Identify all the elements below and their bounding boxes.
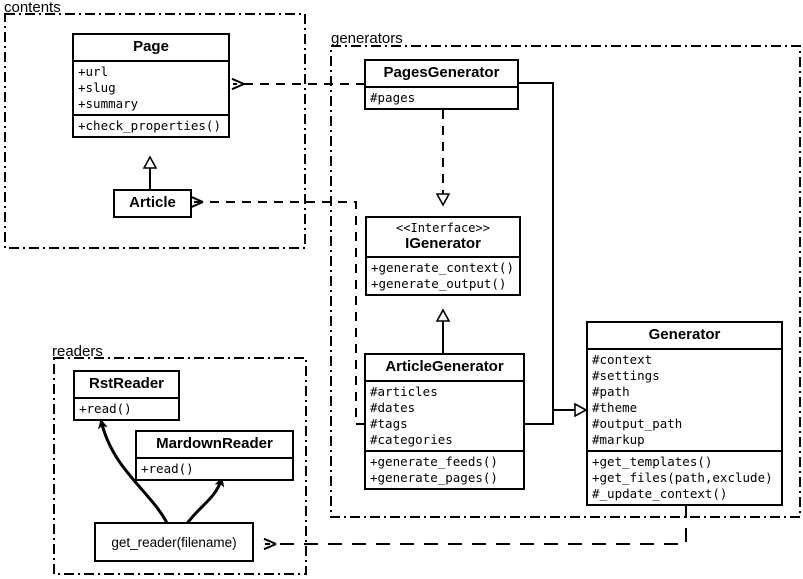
attribute: #markup xyxy=(592,432,645,447)
relation-get_reader-creates-rstreader xyxy=(97,419,170,526)
class-pages-generator[interactable]: PagesGenerator #pages xyxy=(364,59,519,110)
attribute: #theme xyxy=(592,400,638,415)
method: +read() xyxy=(141,461,194,476)
package-label-generators: generators xyxy=(331,30,403,47)
relation-generator-uses-get_reader xyxy=(265,504,687,544)
relation-get_reader-creates-mardownreader xyxy=(184,477,225,526)
method: +generate_feeds() xyxy=(370,454,498,469)
method: +generate_context() xyxy=(371,260,514,275)
class-generator-attributes: #context #settings #path #theme #output_… xyxy=(588,348,781,450)
attribute: +summary xyxy=(78,96,139,111)
method: +check_properties() xyxy=(78,118,221,133)
class-pages-generator-attributes: #pages xyxy=(366,86,517,108)
class-generator-title: Generator xyxy=(648,326,721,343)
method: +get_files(path,exclude) xyxy=(592,470,773,485)
relation-articlegenerator-inherits-generator xyxy=(525,410,586,425)
class-article-generator[interactable]: ArticleGenerator #articles #dates #tags … xyxy=(364,353,525,490)
method: +generate_pages() xyxy=(370,470,498,485)
class-generator[interactable]: Generator #context #settings #path #them… xyxy=(586,321,783,506)
class-article-title: Article xyxy=(129,194,176,211)
class-article-generator-title: ArticleGenerator xyxy=(385,358,504,375)
class-igenerator[interactable]: <<Interface>> IGenerator +generate_conte… xyxy=(365,216,521,296)
attribute: #path xyxy=(592,384,630,399)
class-mardown-reader-title: MardownReader xyxy=(156,435,273,452)
class-igenerator-title: IGenerator xyxy=(405,235,481,252)
class-pages-generator-title: PagesGenerator xyxy=(383,64,500,81)
relation-articlegenerator-uses-article xyxy=(192,202,365,425)
method: +get_templates() xyxy=(592,454,713,469)
package-label-contents: contents xyxy=(4,0,61,16)
attribute: #tags xyxy=(370,416,408,431)
class-igenerator-stereotype: <<Interface>> xyxy=(396,221,490,235)
class-mardown-reader-methods: +read() xyxy=(137,457,292,479)
class-rst-reader[interactable]: RstReader +read() xyxy=(73,370,180,421)
attribute: #categories xyxy=(370,432,453,447)
node-get-reader-label: get_reader(filename) xyxy=(111,534,237,550)
relation-pagesgenerator-inherits-generator xyxy=(519,82,554,410)
node-get-reader[interactable]: get_reader(filename) xyxy=(94,522,254,562)
class-rst-reader-title: RstReader xyxy=(88,375,165,392)
class-page-methods: +check_properties() xyxy=(74,114,228,136)
attribute: #dates xyxy=(370,400,416,415)
method: +read() xyxy=(79,401,132,416)
class-page[interactable]: Page +url +slug +summary +check_properti… xyxy=(72,33,230,138)
package-label-readers: readers xyxy=(52,343,103,360)
class-igenerator-methods: +generate_context() +generate_output() xyxy=(367,256,519,294)
class-mardown-reader[interactable]: MardownReader +read() xyxy=(135,430,294,481)
package-frame-generators xyxy=(330,45,801,518)
attribute: #output_path xyxy=(592,416,683,431)
attribute: #articles xyxy=(370,384,438,399)
class-generator-methods: +get_templates() +get_files(path,exclude… xyxy=(588,450,781,504)
class-article[interactable]: Article xyxy=(113,189,192,218)
attribute: #settings xyxy=(592,368,660,383)
class-article-generator-attributes: #articles #dates #tags #categories xyxy=(366,380,523,450)
attribute: #pages xyxy=(370,90,416,105)
class-article-generator-methods: +generate_feeds() +generate_pages() xyxy=(366,450,523,488)
attribute: +slug xyxy=(78,80,116,95)
class-page-attributes: +url +slug +summary xyxy=(74,60,228,114)
method: +generate_output() xyxy=(371,276,507,291)
package-frame-contents xyxy=(4,13,306,249)
class-page-title: Page xyxy=(133,38,169,55)
class-igenerator-header: <<Interface>> IGenerator xyxy=(367,218,519,256)
class-rst-reader-methods: +read() xyxy=(75,397,178,419)
method: #_update_context() xyxy=(592,486,728,501)
attribute: #context xyxy=(592,352,653,367)
attribute: +url xyxy=(78,64,109,79)
package-frame-readers xyxy=(53,357,307,575)
